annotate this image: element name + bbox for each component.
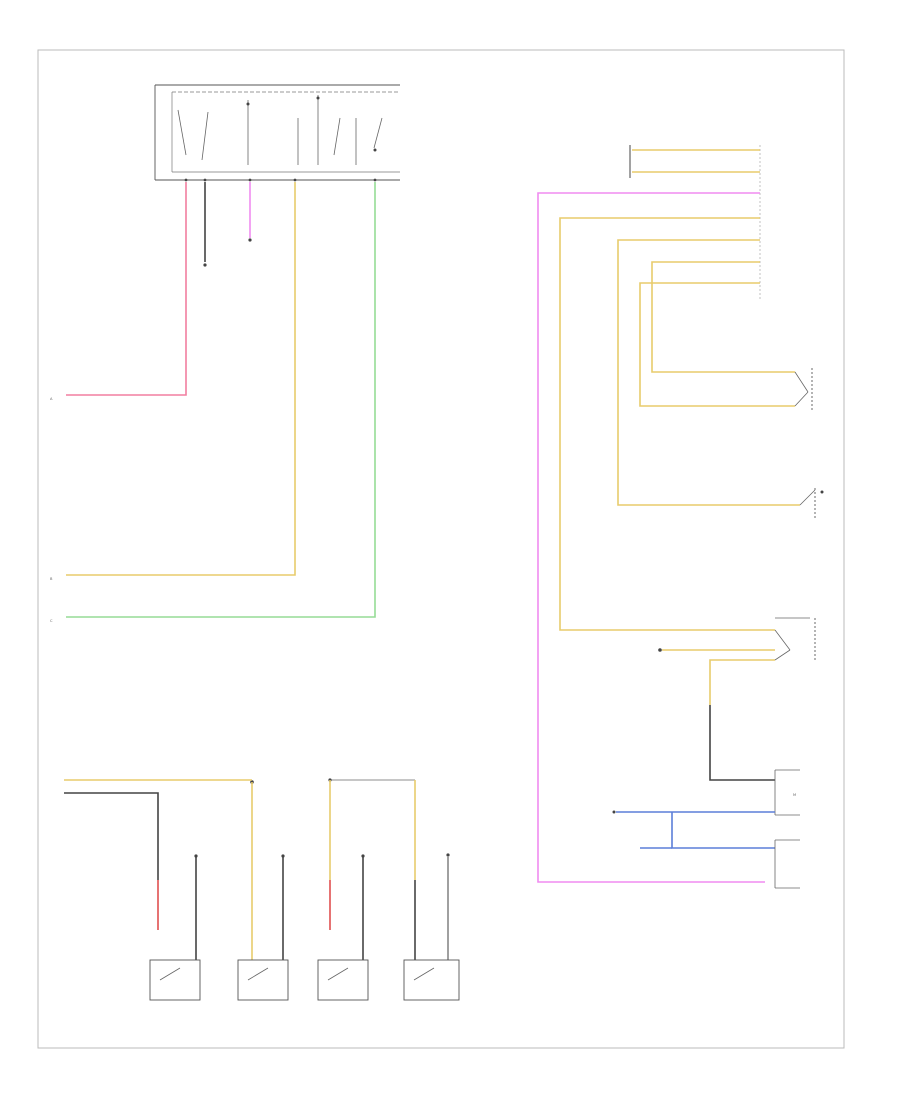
black-seat-wire: [64, 792, 159, 880]
yellow-sensor-a-wire-1: [651, 261, 795, 373]
svg-text:C: C: [50, 619, 53, 623]
fuel-tank: [774, 839, 800, 889]
blue-wire-2: [671, 812, 775, 849]
right-connector: [629, 145, 761, 300]
diagram-border: [37, 49, 845, 1049]
left-terminals: A B C: [50, 397, 53, 623]
fuel-pump-module: M: [774, 769, 800, 816]
yellow-sensor-b-wire: [617, 239, 800, 506]
yellow-long-wire: [66, 182, 296, 576]
left-rear-seat-switch: [317, 959, 369, 1001]
ground-top: [203, 263, 207, 267]
yellow-sensor-a-wire-2: [639, 282, 795, 407]
ground-bottom: [446, 853, 450, 857]
sensor-a: [794, 368, 813, 410]
top-module: [154, 84, 400, 181]
yellow-down-wire: [709, 659, 775, 705]
top-module-pins: [184, 178, 377, 182]
svg-text:A: A: [50, 397, 53, 401]
magenta-long-wire: [537, 192, 765, 883]
right-rear-seat-switch: [403, 959, 460, 1001]
sensor-b: [799, 488, 824, 520]
pink-wire: [66, 182, 187, 396]
engine-ground: [658, 648, 662, 652]
svg-text:M: M: [793, 793, 796, 797]
green-wire: [66, 182, 376, 618]
black-fuel-pump-wire: [709, 705, 775, 781]
fuel-level-sensor: [612, 810, 616, 814]
passenger-seat-switch: [237, 959, 289, 1001]
driver-seat-switch: [149, 959, 201, 1001]
under-hood-fuse: [248, 238, 252, 242]
yellow-pressure-wire: [559, 217, 775, 631]
pressure-switch: [774, 617, 816, 662]
svg-text:B: B: [50, 577, 53, 581]
